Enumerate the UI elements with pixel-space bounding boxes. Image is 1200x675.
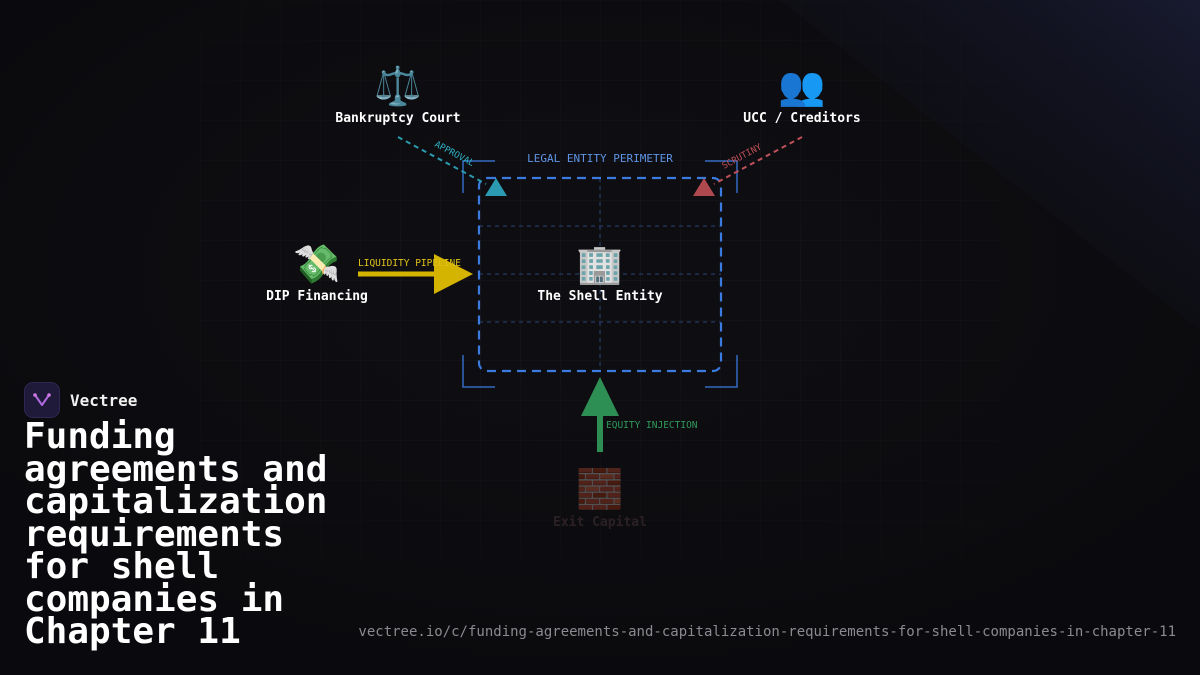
legal-entity-perimeter: [477, 176, 723, 373]
people-icon: 👥: [778, 64, 825, 108]
scales-icon: ⚖️: [374, 64, 421, 108]
perimeter-brackets: [462, 160, 738, 388]
dip-label: DIP Financing: [266, 289, 368, 304]
brick-icon: 🧱: [576, 467, 623, 511]
equity-arrowhead: [581, 377, 619, 416]
perimeter-inner-grid: [479, 178, 721, 371]
equity-label: EQUITY INJECTION: [606, 420, 698, 431]
exit-label: Exit Capital: [553, 515, 647, 530]
scrutiny-edge: [713, 136, 803, 185]
page-title: Funding agreements and capitalization re…: [24, 416, 328, 652]
money-wings-icon: 💸: [293, 242, 340, 286]
perimeter-label: LEGAL ENTITY PERIMETER: [527, 152, 673, 165]
approval-arrowhead: [485, 178, 507, 196]
vectree-logo-icon: [24, 382, 60, 418]
liquidity-label: LIQUIDITY PIPELINE: [358, 258, 461, 269]
brand: Vectree: [24, 382, 137, 418]
approval-edge: [397, 136, 487, 185]
court-label: Bankruptcy Court: [335, 111, 460, 126]
shell-label: The Shell Entity: [537, 289, 662, 304]
creditors-label: UCC / Creditors: [743, 111, 860, 126]
liquidity-arrowhead: [434, 254, 473, 294]
office-building-icon: 🏢: [576, 242, 623, 286]
background-glow: [780, 0, 1200, 330]
article-url[interactable]: vectree.io/c/funding-agreements-and-capi…: [358, 624, 1176, 640]
brand-name: Vectree: [70, 390, 138, 410]
scrutiny-arrowhead: [693, 178, 715, 196]
